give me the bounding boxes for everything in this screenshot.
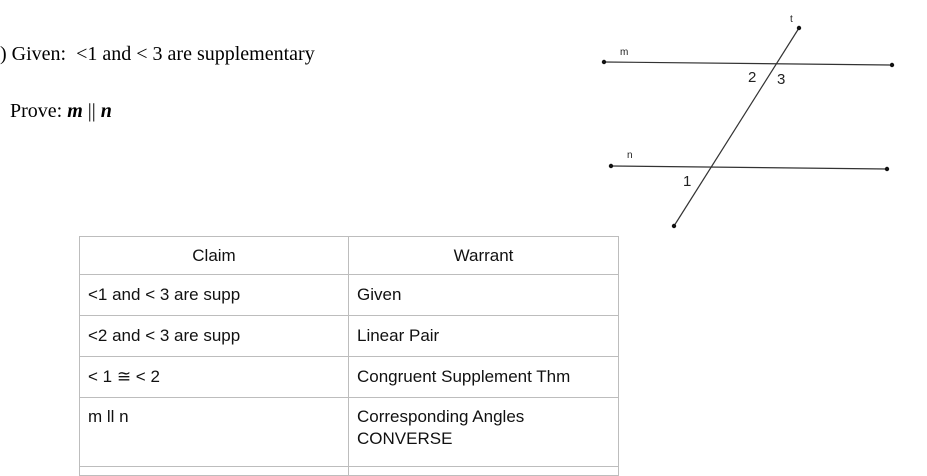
warrant-column-header: Warrant <box>348 236 619 275</box>
empty-claim-cell <box>79 466 349 476</box>
warrant-cell: Congruent Supplement Thm <box>348 356 619 398</box>
angle-2-label: 2 <box>748 69 756 86</box>
claim-cell: < 1 ≅ < 2 <box>79 356 349 398</box>
proof-table: Claim Warrant <1 and < 3 are supp Given … <box>79 236 619 476</box>
angle-3-label: 3 <box>777 71 785 88</box>
table-row: <2 and < 3 are supp Linear Pair <box>79 315 619 357</box>
prove-line-m: m <box>67 100 83 122</box>
transversal-bottom-endpoint <box>671 223 677 229</box>
prove-prefix: Prove: <box>10 100 68 122</box>
empty-warrant-cell <box>348 466 619 476</box>
prove-parallel-symbol: || <box>82 100 101 122</box>
warrant-cell: Linear Pair <box>348 315 619 357</box>
transversal-t <box>673 27 800 227</box>
line-n-left-endpoint <box>608 163 614 169</box>
warrant-cell: Corresponding Angles CONVERSE <box>348 397 619 467</box>
table-row: m ll n Corresponding Angles CONVERSE <box>79 397 619 467</box>
line-n <box>610 165 888 170</box>
line-n-label: n <box>627 150 633 161</box>
table-header-row: Claim Warrant <box>79 236 619 275</box>
prove-statement: Prove: m || n <box>10 99 112 123</box>
transversal-t-label: t <box>790 14 793 25</box>
line-m-right-endpoint <box>889 62 895 68</box>
line-m-left-endpoint <box>601 59 607 65</box>
line-n-right-endpoint <box>884 166 890 172</box>
table-row: < 1 ≅ < 2 Congruent Supplement Thm <box>79 356 619 398</box>
parallel-lines-diagram: m n t 2 3 1 <box>601 14 895 229</box>
table-row-empty <box>79 466 619 476</box>
line-m-label: m <box>620 47 628 58</box>
warrant-cell: Given <box>348 274 619 316</box>
angle-1-label: 1 <box>683 173 691 190</box>
claim-cell: <1 and < 3 are supp <box>79 274 349 316</box>
given-statement: ) Given: <1 and < 3 are supplementary <box>0 43 315 65</box>
table-row: <1 and < 3 are supp Given <box>79 274 619 316</box>
claim-column-header: Claim <box>79 236 349 275</box>
line-m <box>603 61 893 66</box>
transversal-top-endpoint <box>796 25 802 31</box>
claim-cell: <2 and < 3 are supp <box>79 315 349 357</box>
claim-cell: m ll n <box>79 397 349 467</box>
prove-line-n: n <box>100 100 112 122</box>
